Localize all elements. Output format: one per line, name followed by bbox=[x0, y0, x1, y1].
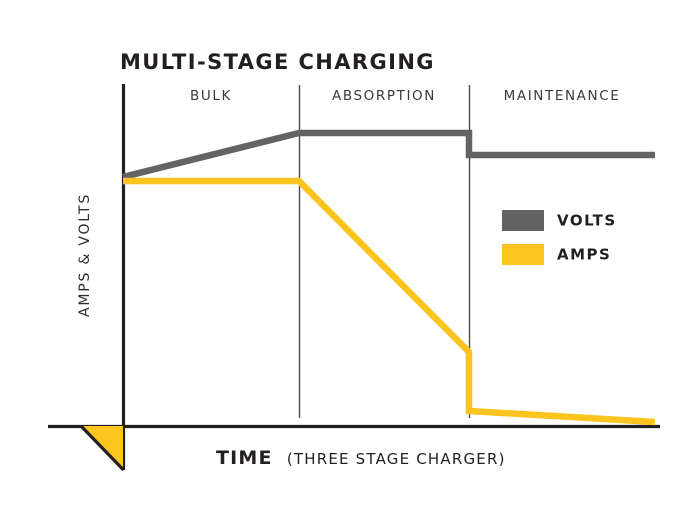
stage-label-bulk: BULK bbox=[190, 88, 232, 104]
x-axis-label-group: TIME (THREE STAGE CHARGER) bbox=[216, 447, 506, 469]
legend-swatch-volts bbox=[502, 210, 544, 231]
x-axis-label-sub: (THREE STAGE CHARGER) bbox=[287, 450, 506, 468]
legend-swatch-amps bbox=[502, 244, 544, 265]
y-axis-label: AMPS & VOLTS bbox=[77, 193, 93, 317]
stage-label-maintenance: MAINTENANCE bbox=[504, 88, 621, 104]
legend-item-volts: VOLTS bbox=[502, 210, 617, 231]
series-line-amps bbox=[123, 177, 656, 426]
x-axis-label-main: TIME bbox=[216, 447, 273, 469]
legend-label-volts: VOLTS bbox=[557, 212, 617, 230]
legend: VOLTS AMPS bbox=[502, 210, 617, 265]
series-line-volts bbox=[122, 129, 655, 181]
stage-label-absorption: ABSORPTION bbox=[332, 88, 436, 104]
origin-triangle-diagonal bbox=[79, 424, 125, 472]
legend-label-amps: AMPS bbox=[557, 246, 611, 264]
chart-title: MULTI-STAGE CHARGING bbox=[120, 50, 435, 74]
legend-item-amps: AMPS bbox=[502, 244, 611, 265]
